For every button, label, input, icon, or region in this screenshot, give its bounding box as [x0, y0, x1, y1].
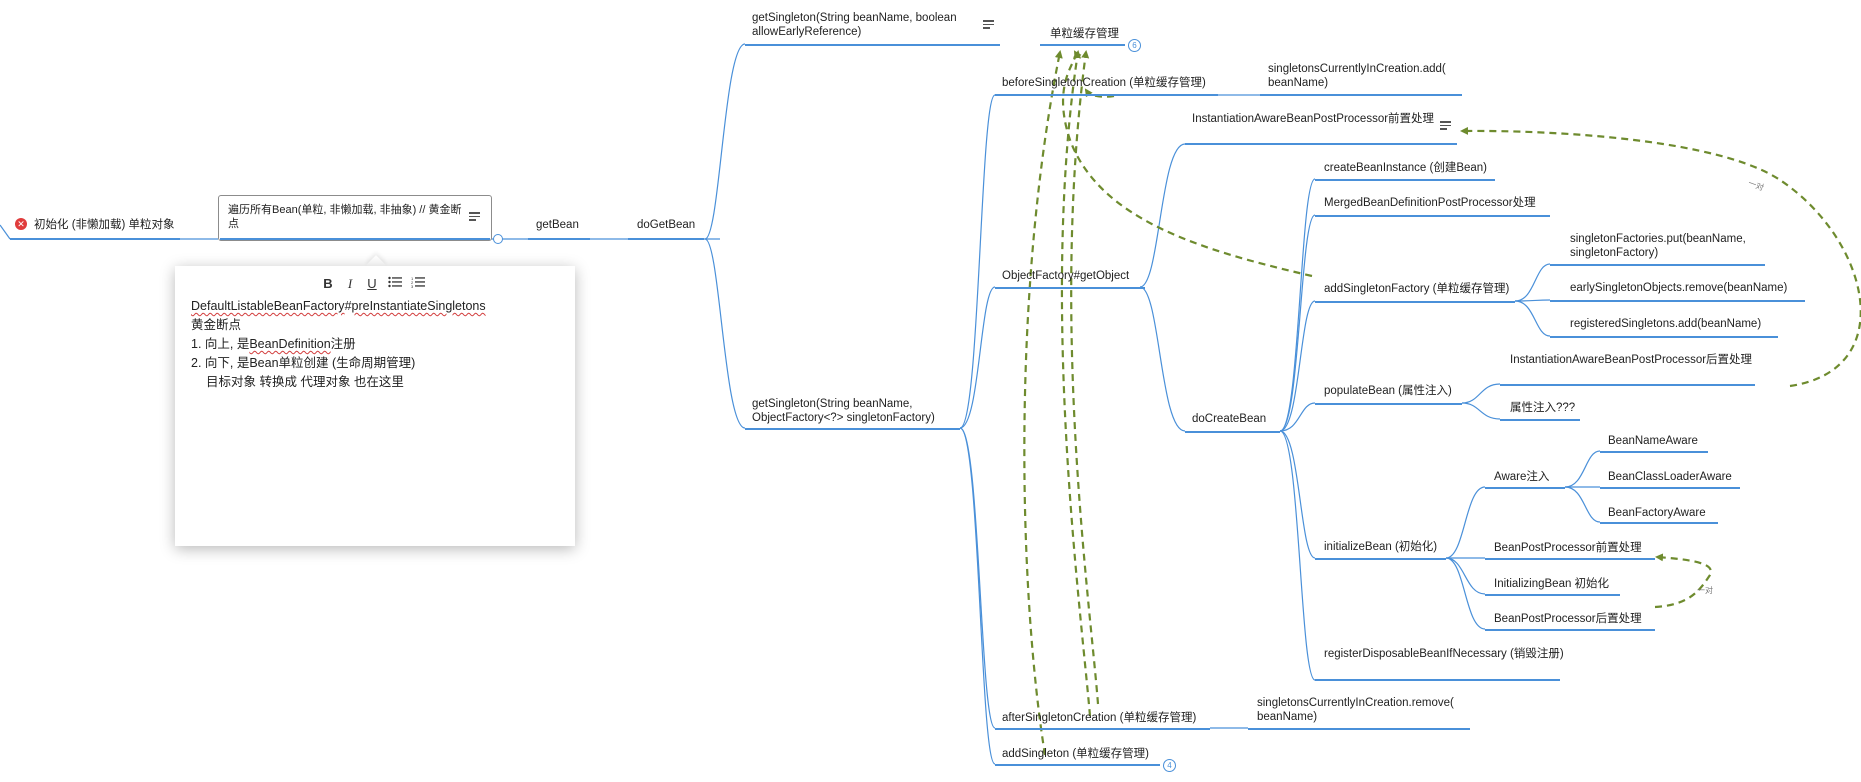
node-docreatebean[interactable]: doCreateBean: [1192, 413, 1267, 425]
note-text: 1. 向上, 是: [191, 337, 250, 351]
tree-branches: [0, 43, 1601, 765]
getbean-underline: [528, 238, 590, 240]
bean-classloader-aware-underline: [1600, 487, 1740, 489]
node-objectfactory-getobject[interactable]: ObjectFactory#getObject: [1002, 270, 1130, 282]
factories-put-underline: [1550, 264, 1765, 266]
early-remove-underline: [1550, 300, 1805, 302]
initialize-bean-underline: [1315, 558, 1446, 560]
node-factories-put[interactable]: singletonFactories.put(beanName, singlet…: [1570, 233, 1746, 259]
add-singleton-factory-underline: [1315, 301, 1515, 303]
svg-text:3: 3: [411, 284, 414, 288]
relation-arrows: [1023, 50, 1861, 756]
getsingleton-early-underline: [745, 44, 1000, 46]
create-bean-instance-underline: [1315, 179, 1495, 181]
notes-icon[interactable]: [1440, 121, 1451, 130]
registered-add-underline: [1550, 336, 1778, 338]
note-line-3[interactable]: 1. 向上, 是BeanDefinition注册: [191, 336, 356, 352]
merged-bd-pp-underline: [1315, 215, 1550, 217]
node-after-singleton-creation[interactable]: afterSingletonCreation (单粒缓存管理): [1002, 712, 1197, 724]
root-underline: [10, 238, 180, 240]
underline-button[interactable]: U: [367, 276, 377, 291]
bulleted-list-icon[interactable]: [386, 275, 404, 293]
child-count-badge[interactable]: 6: [1128, 39, 1141, 52]
property-inject-underline: [1500, 419, 1580, 421]
node-merged-bd-pp[interactable]: MergedBeanDefinitionPostProcessor处理: [1324, 197, 1536, 209]
bean-factory-aware-underline: [1600, 522, 1718, 524]
child-count-badge[interactable]: 4: [1163, 759, 1176, 772]
node-registered-add[interactable]: registeredSingletons.add(beanName): [1570, 318, 1762, 330]
svg-text:1: 1: [411, 276, 414, 281]
note-hash: #: [344, 299, 352, 313]
node-getbean[interactable]: getBean: [536, 219, 579, 231]
node-before-singleton-creation[interactable]: beforeSingletonCreation (单粒缓存管理): [1002, 77, 1206, 89]
register-disposable-underline: [1315, 679, 1560, 681]
aware-inject-underline: [1485, 487, 1565, 489]
objectfactory-underline: [995, 287, 1145, 289]
node-getsingleton-early[interactable]: getSingleton(String beanName, boolean al…: [752, 12, 957, 38]
node-in-creation-add[interactable]: singletonsCurrentlyInCreation.add( beanN…: [1268, 63, 1446, 89]
note-beandefinition: BeanDefinition: [249, 337, 331, 351]
selected-topic-box[interactable]: [218, 195, 492, 241]
node-create-bean-instance[interactable]: createBeanInstance (创建Bean): [1324, 162, 1488, 174]
populate-bean-underline: [1315, 403, 1462, 405]
node-in-creation-remove[interactable]: singletonsCurrentlyInCreation.remove( be…: [1257, 697, 1454, 723]
bean-name-aware-underline: [1600, 451, 1708, 453]
node-add-singleton-factory[interactable]: addSingletonFactory (单粒缓存管理): [1324, 283, 1510, 295]
docreatebean-underline: [1185, 431, 1280, 433]
node-register-disposable[interactable]: registerDisposableBeanIfNecessary (销毁注册): [1324, 648, 1564, 660]
before-creation-underline: [995, 94, 1218, 96]
in-creation-remove-underline: [1248, 728, 1470, 730]
node-bean-name-aware[interactable]: BeanNameAware: [1608, 435, 1698, 447]
note-line-5[interactable]: 目标对象 转换成 代理对象 也在这里: [206, 375, 404, 389]
svg-text:2: 2: [411, 280, 414, 285]
error-icon: ✕: [15, 218, 27, 230]
node-initializing-bean[interactable]: InitializingBean 初始化: [1494, 578, 1610, 590]
bpp-before-underline: [1485, 558, 1655, 560]
node-early-remove[interactable]: earlySingletonObjects.remove(beanName): [1570, 282, 1788, 294]
node-add-singleton[interactable]: addSingleton (单粒缓存管理): [1002, 748, 1149, 760]
add-singleton-underline: [995, 764, 1160, 766]
node-bpp-after[interactable]: BeanPostProcessor后置处理: [1494, 613, 1642, 625]
bpp-after-underline: [1485, 629, 1655, 631]
dogetbean-underline: [628, 238, 704, 240]
note-line-1[interactable]: DefaultListableBeanFactory#preInstantiat…: [191, 298, 486, 314]
node-populate-bean[interactable]: populateBean (属性注入): [1324, 385, 1452, 397]
after-creation-underline: [995, 728, 1210, 730]
note-method-name: preInstantiateSingletons: [351, 299, 486, 313]
italic-button[interactable]: I: [347, 276, 353, 291]
initializing-bean-underline: [1485, 594, 1620, 596]
inst-aware-before-underline: [1185, 143, 1457, 145]
collapse-toggle[interactable]: [493, 234, 503, 244]
node-inst-aware-after[interactable]: InstantiationAwareBeanPostProcessor后置处理: [1510, 354, 1753, 366]
node-property-inject[interactable]: 属性注入???: [1510, 402, 1576, 414]
inst-aware-after-underline: [1500, 384, 1755, 386]
selected-underline: [220, 238, 490, 240]
relation-label[interactable]: 一对: [1697, 586, 1713, 595]
node-singleton-cache[interactable]: 单粒缓存管理: [1050, 28, 1119, 40]
node-aware-inject[interactable]: Aware注入: [1494, 471, 1550, 483]
notes-icon[interactable]: [469, 212, 480, 221]
singleton-cache-underline: [1040, 44, 1125, 46]
note-class-name: DefaultListableBeanFactory: [191, 299, 345, 313]
node-inst-aware-before[interactable]: InstantiationAwareBeanPostProcessor前置处理: [1192, 113, 1435, 125]
root-topic[interactable]: 初始化 (非懒加载) 单粒对象: [34, 219, 175, 231]
node-initialize-bean[interactable]: initializeBean (初始化): [1324, 541, 1438, 553]
note-line-2[interactable]: 黄金断点: [191, 318, 242, 332]
node-dogetbean[interactable]: doGetBean: [637, 219, 696, 231]
bold-button[interactable]: B: [323, 276, 333, 291]
node-bean-factory-aware[interactable]: BeanFactoryAware: [1608, 507, 1706, 519]
note-text: 注册: [330, 337, 356, 351]
in-creation-add-underline: [1260, 94, 1462, 96]
node-bpp-before[interactable]: BeanPostProcessor前置处理: [1494, 542, 1642, 554]
getsingleton-factory-underline: [745, 428, 960, 430]
node-bean-classloader-aware[interactable]: BeanClassLoaderAware: [1608, 471, 1732, 483]
selected-topic[interactable]: 遍历所有Bean(单粒, 非懒加载, 非抽象) // 黄金断点: [228, 204, 462, 230]
node-getsingleton-factory[interactable]: getSingleton(String beanName, ObjectFact…: [752, 398, 935, 424]
note-line-4[interactable]: 2. 向下, 是Bean单粒创建 (生命周期管理): [191, 356, 416, 370]
notes-icon[interactable]: [983, 20, 994, 29]
